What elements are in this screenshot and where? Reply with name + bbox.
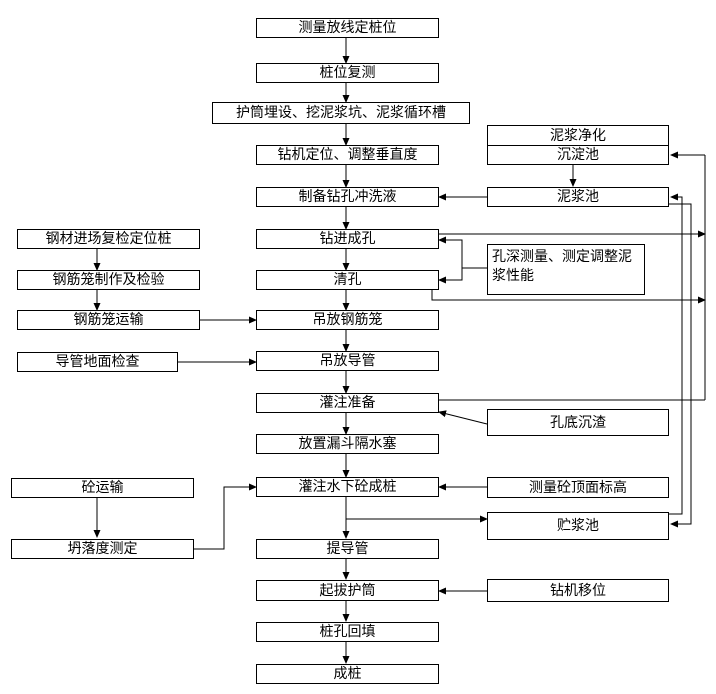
- node-pipe-check: 导管地面检查: [17, 352, 178, 372]
- node-cage-transport: 钢筋笼运输: [17, 310, 200, 330]
- node-hole-measure: 孔深测量、测定调整泥浆性能: [487, 244, 645, 295]
- arrow-mudtank-storage: [669, 203, 692, 528]
- node-cage-make: 钢筋笼制作及检验: [17, 270, 200, 290]
- node-concrete-level: 测量砼顶面标高: [487, 477, 669, 498]
- arrow-sediment-pourprep: [438, 410, 488, 425]
- node-pour: 灌注水下砼成桩: [256, 477, 439, 497]
- node-drill: 钻进成孔: [256, 229, 439, 249]
- node-pull-casing: 起拔护筒: [256, 580, 439, 601]
- node-bottom-sediment: 孔底沉渣: [487, 409, 669, 436]
- node-casing: 护筒埋设、挖泥浆坑、泥浆循环槽: [212, 102, 470, 124]
- node-hang-pipe: 吊放导管: [256, 351, 439, 371]
- node-mud-prep: 制备钻孔冲洗液: [256, 187, 439, 207]
- node-sediment-tank: 沉淀池: [487, 145, 669, 165]
- node-slump-test: 坍落度测定: [11, 539, 194, 559]
- arrow-measure-drill: [438, 236, 487, 269]
- node-recheck: 桩位复测: [256, 63, 439, 83]
- node-survey: 测量放线定桩位: [256, 18, 439, 38]
- node-concrete-transport: 砼运输: [11, 478, 194, 498]
- node-plug: 放置漏斗隔水塞: [256, 434, 439, 454]
- node-hang-cage: 吊放钢筋笼: [256, 310, 439, 330]
- node-storage-tank: 贮浆池: [487, 512, 669, 540]
- node-mud-tank: 泥浆池: [487, 187, 669, 207]
- node-rig: 钻机定位、调整垂直度: [256, 145, 439, 165]
- node-clean: 清孔: [256, 270, 439, 290]
- node-steel-check: 钢材进场复检定位桩: [17, 229, 200, 249]
- node-mud-purify: 泥浆净化: [487, 125, 669, 146]
- node-rig-move: 钻机移位: [487, 579, 669, 602]
- arrow-slump-pour: [194, 483, 257, 550]
- node-lift-pipe: 提导管: [256, 539, 439, 559]
- arrow-measure-clean: [438, 268, 463, 284]
- node-pour-prep: 灌注准备: [256, 393, 439, 413]
- node-backfill: 桩孔回填: [256, 622, 439, 642]
- arrow-storage-mudtank: [669, 193, 683, 515]
- node-finish: 成桩: [256, 664, 439, 684]
